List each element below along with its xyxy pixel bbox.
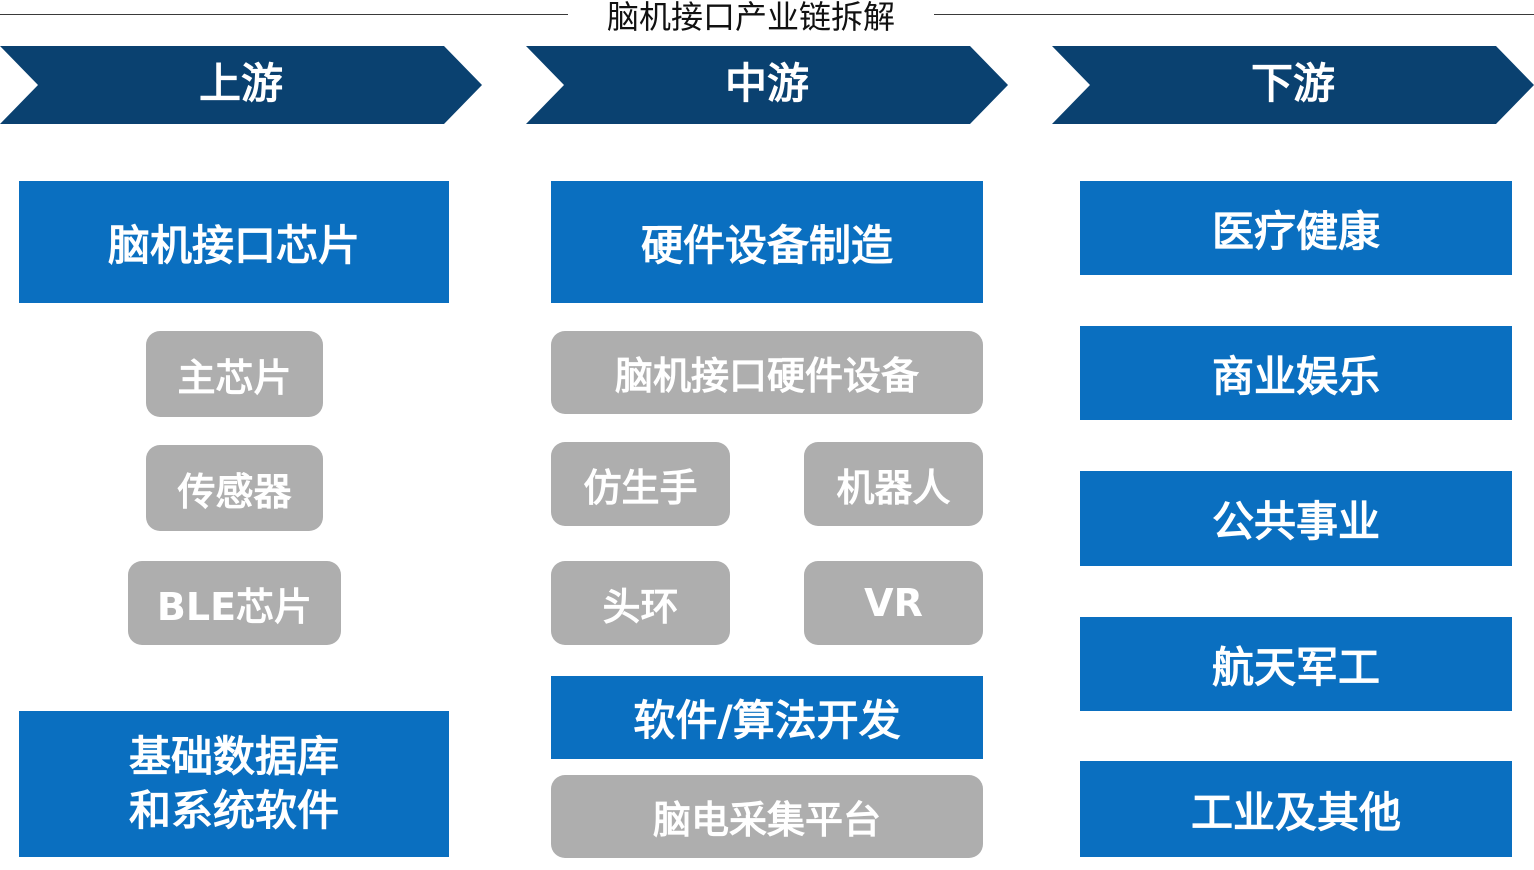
upstream-database-heading: 基础数据库 和系统软件 [19, 711, 449, 857]
downstream-application: 医疗健康 [1080, 181, 1512, 275]
title-rule-left [0, 14, 568, 15]
midstream-device-type: 仿生手 [551, 442, 730, 526]
midstream-device-type: VR [804, 561, 983, 645]
title-rule-right [934, 14, 1534, 15]
midstream-device-type: 机器人 [804, 442, 983, 526]
chevron-arrow-icon [0, 46, 482, 124]
diagram-title: 脑机接口产业链拆解 [606, 0, 895, 36]
downstream-application: 公共事业 [1080, 471, 1512, 566]
upstream-chip-item: 主芯片 [146, 331, 323, 417]
upstream-chip-item: BLE芯片 [128, 561, 341, 645]
downstream-application: 商业娱乐 [1080, 326, 1512, 420]
upstream-chip-item: 传感器 [146, 445, 323, 531]
stage-downstream-arrow: 下游 [1052, 46, 1534, 124]
midstream-hardware-devices: 脑机接口硬件设备 [551, 331, 983, 414]
midstream-device-type: 头环 [551, 561, 730, 645]
midstream-software-heading: 软件/算法开发 [551, 676, 983, 759]
database-heading-line2: 和系统软件 [128, 786, 339, 835]
downstream-application: 工业及其他 [1080, 761, 1512, 857]
stage-upstream-arrow: 上游 [0, 46, 482, 124]
downstream-application: 航天军工 [1080, 617, 1512, 711]
chevron-arrow-icon [526, 46, 1008, 124]
chevron-arrow-icon [1052, 46, 1534, 124]
stage-upstream-label: 上游 [198, 59, 283, 108]
stage-downstream-label: 下游 [1250, 59, 1335, 108]
midstream-hardware-heading: 硬件设备制造 [551, 181, 983, 303]
stage-midstream-label: 中游 [724, 59, 809, 108]
stage-midstream-arrow: 中游 [526, 46, 1008, 124]
midstream-eeg-platform: 脑电采集平台 [551, 775, 983, 858]
upstream-chip-heading: 脑机接口芯片 [19, 181, 449, 303]
database-heading-line1: 基础数据库 [128, 732, 339, 781]
